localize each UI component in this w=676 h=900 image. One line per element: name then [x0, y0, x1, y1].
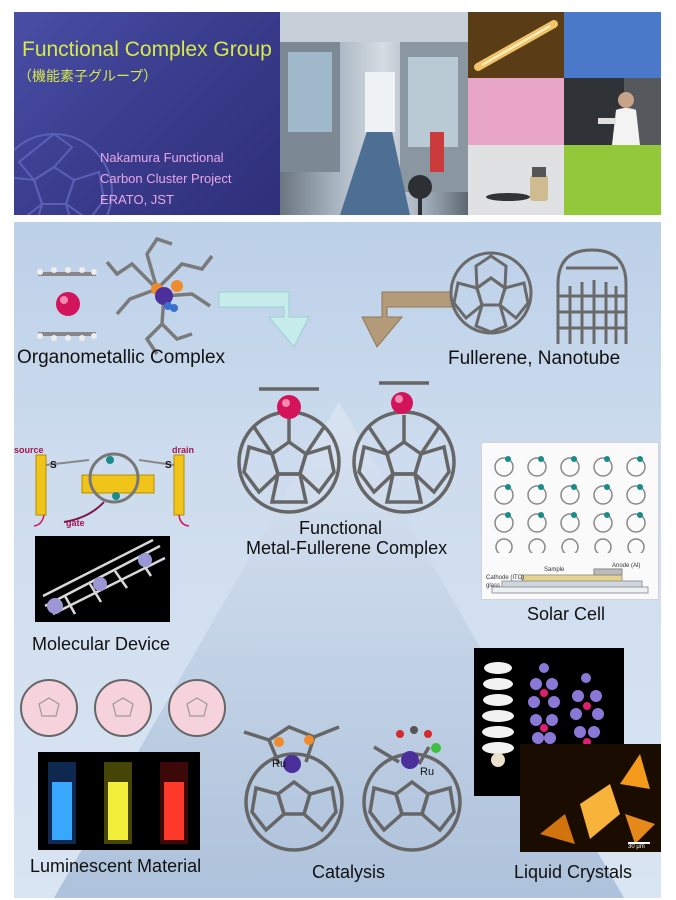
label-source: source [14, 445, 44, 455]
label-organometallic-complex: Organometallic Complex [17, 347, 226, 368]
color-tile-pink [468, 78, 564, 145]
color-tile-green [564, 145, 661, 215]
project-line: ERATO, JST [100, 192, 174, 207]
label-s-left: S [50, 460, 57, 471]
label-gate: gate [66, 518, 85, 528]
fullerene-array-icon [494, 456, 646, 556]
catalysis-complex-icon [243, 725, 462, 852]
nanotube-photo-tile [468, 12, 564, 78]
label-liquid-crystals: Liquid Crystals [514, 862, 633, 882]
page-subtitle: （機能素子グループ） [18, 68, 158, 84]
luminescent-molecules-icon [20, 679, 226, 737]
nanotube-peapod-image [42, 538, 166, 616]
header-banner: Functional Complex Group （機能素子グループ） Naka… [14, 12, 661, 215]
fullerene-watermark-icon [14, 132, 113, 215]
vial-photo-tile [468, 145, 564, 215]
luminescent-vials-image [38, 752, 200, 850]
researcher-photo-tile [564, 78, 661, 145]
vial-image [468, 145, 564, 215]
nanotube-icon [556, 248, 628, 344]
label-functional: Functional [299, 518, 383, 538]
label-cathode: Cathode (ITO) [486, 575, 525, 581]
page-title: Functional Complex Group [22, 38, 272, 61]
label-anode: Anode (Al) [612, 563, 641, 569]
label-ru-left: Ru [272, 758, 287, 770]
liquid-crystal-micrograph-image: 30 μm [520, 744, 661, 852]
label-s-right: S [165, 460, 172, 471]
phosphine-complex-icon [105, 236, 214, 355]
label-catalysis: Catalysis [312, 862, 386, 882]
arrow-down-icon [361, 291, 453, 348]
solar-cell-layer-diagram [491, 568, 649, 594]
research-diagram-panel: Organometallic Complex Fullerene, Nanotu… [14, 222, 661, 898]
glowing-vials-icon [48, 762, 188, 844]
label-molecular-device: Molecular Device [32, 634, 171, 654]
glass-tube-image [468, 12, 564, 78]
project-line: Carbon Cluster Project [100, 171, 232, 186]
birefringence-texture-icon [540, 754, 655, 844]
label-fullerene-nanotube: Fullerene, Nanotube [448, 348, 621, 369]
color-tile-blue [564, 12, 661, 78]
sandwich-complex-icon [37, 267, 97, 341]
header-title-area: Functional Complex Group （機能素子グループ） Naka… [14, 12, 280, 215]
project-line: Nakamura Functional [100, 150, 224, 165]
solar-cell-image: Sample Anode (Al) Cathode (ITO) glass [481, 442, 659, 600]
label-solar-cell: Solar Cell [527, 604, 606, 624]
arrow-down-icon [218, 291, 310, 348]
label-glass: glass [486, 583, 501, 589]
molecular-device-diagram [33, 452, 190, 527]
molecular-device-image [35, 536, 170, 622]
lab-photo [280, 12, 468, 215]
metal-fullerene-complex-icon [237, 381, 456, 514]
label-metal-fullerene-complex: Metal-Fullerene Complex [246, 538, 448, 558]
label-drain: drain [172, 445, 195, 455]
label-scale-bar: 30 μm [628, 844, 645, 850]
lab-interior-image [280, 12, 468, 215]
fullerene-icon [449, 251, 533, 335]
researcher-image [564, 78, 661, 145]
label-luminescent-material: Luminescent Material [30, 856, 202, 876]
label-sample: Sample [544, 567, 565, 573]
label-ru-right: Ru [420, 766, 435, 778]
